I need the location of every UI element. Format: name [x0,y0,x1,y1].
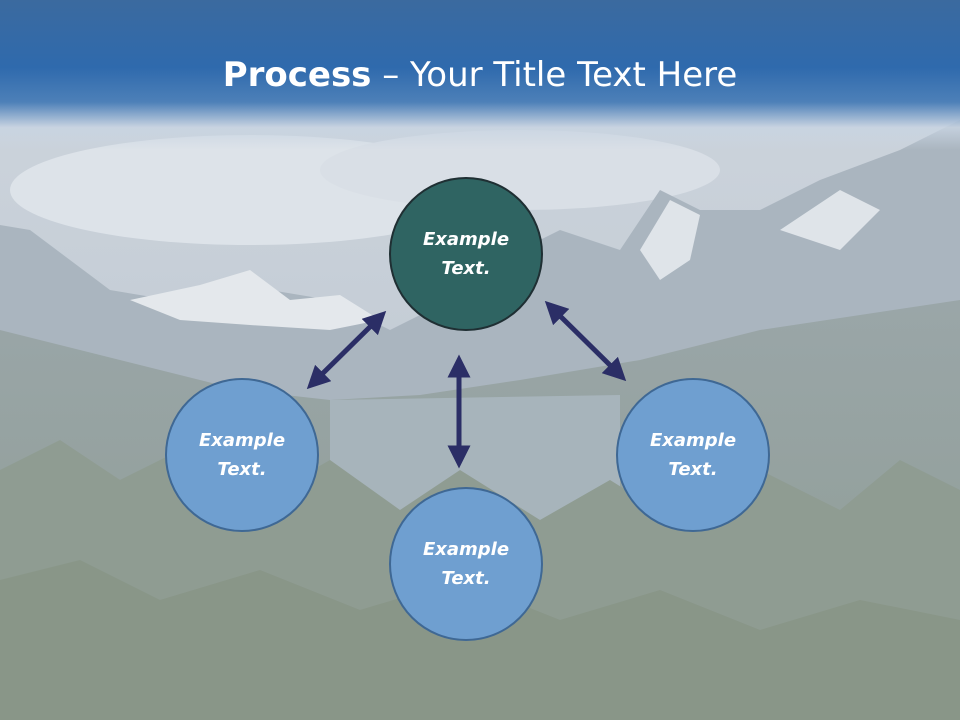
arrow-center-right [544,300,627,382]
arrow-center-left [306,310,387,390]
left-node: Example Text. [165,378,319,532]
slide-title-bold: Process [222,55,372,95]
left-node-label: Example Text. [198,430,286,480]
slide-title-rest: – Your Title Text Here [371,55,738,95]
bottom-node: Example Text. [389,487,543,641]
center-node-label: Example Text. [422,229,510,279]
title-banner [0,0,960,150]
right-node-label: Example Text. [649,430,737,480]
slide-title: Process – Your Title Text Here [0,52,960,98]
right-node: Example Text. [616,378,770,532]
bottom-node-label: Example Text. [422,539,510,589]
center-node: Example Text. [389,177,543,331]
